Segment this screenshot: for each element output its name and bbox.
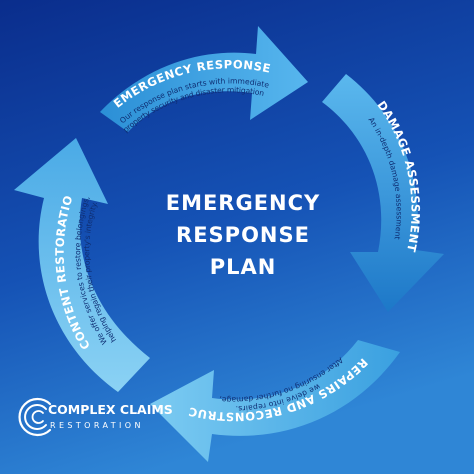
logo-mark-icon	[18, 397, 52, 437]
logo-subtitle: RESTORATION	[50, 421, 144, 430]
company-logo: COMPLEX CLAIMS RESTORATION	[18, 397, 173, 437]
arrow-emergency-response	[100, 26, 308, 132]
center-title-line-2: RESPONSE	[176, 223, 310, 247]
arrow-content-restoration	[14, 138, 150, 392]
arrow-repairs-reconstruction	[150, 340, 400, 462]
arrow-damage-assessment	[322, 74, 444, 312]
logo-title: COMPLEX CLAIMS	[48, 402, 173, 417]
center-title-line-1: EMERGENCY	[166, 191, 321, 215]
center-title-line-3: PLAN	[210, 255, 277, 279]
